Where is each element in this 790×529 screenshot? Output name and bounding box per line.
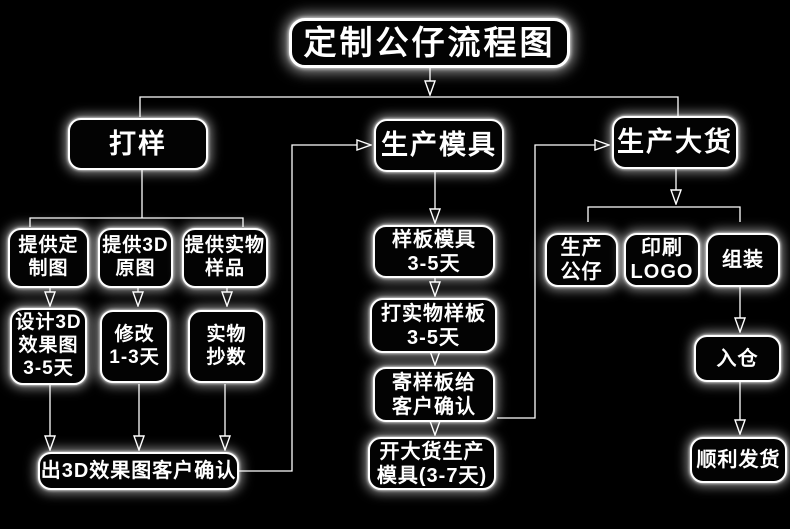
node-print-logo: 印刷 LOGO: [624, 233, 700, 287]
node-warehouse-in: 入仓: [694, 335, 781, 382]
node-make-physical-sample: 打实物样板 3-5天: [370, 298, 497, 353]
node-sample-mold: 样板模具 3-5天: [373, 225, 495, 278]
node-assemble: 组装: [706, 233, 780, 287]
node-sampling: 打样: [68, 118, 208, 170]
node-revise: 修改 1-3天: [100, 310, 169, 383]
node-ship-out: 顺利发货: [690, 437, 787, 483]
node-mold-production: 生产模具: [374, 119, 504, 172]
node-render-customer-confirm: 出3D效果图客户确认: [38, 452, 239, 490]
node-design-3d-render: 设计3D 效果图 3-5天: [10, 308, 87, 385]
node-produce-doll: 生产 公仔: [545, 233, 618, 287]
node-provide-custom-drawing: 提供定 制图: [8, 228, 89, 288]
node-physical-scan: 实物 抄数: [188, 310, 265, 383]
flowchart-title: 定制公仔流程图: [289, 18, 570, 68]
node-provide-physical-sample: 提供实物 样品: [182, 228, 268, 288]
node-provide-3d-original: 提供3D 原图: [98, 228, 173, 288]
node-send-sample-confirm: 寄样板给 客户确认: [373, 367, 495, 422]
node-bulk-mold: 开大货生产 模具(3-7天): [368, 437, 496, 490]
node-bulk-production: 生产大货: [612, 116, 738, 169]
